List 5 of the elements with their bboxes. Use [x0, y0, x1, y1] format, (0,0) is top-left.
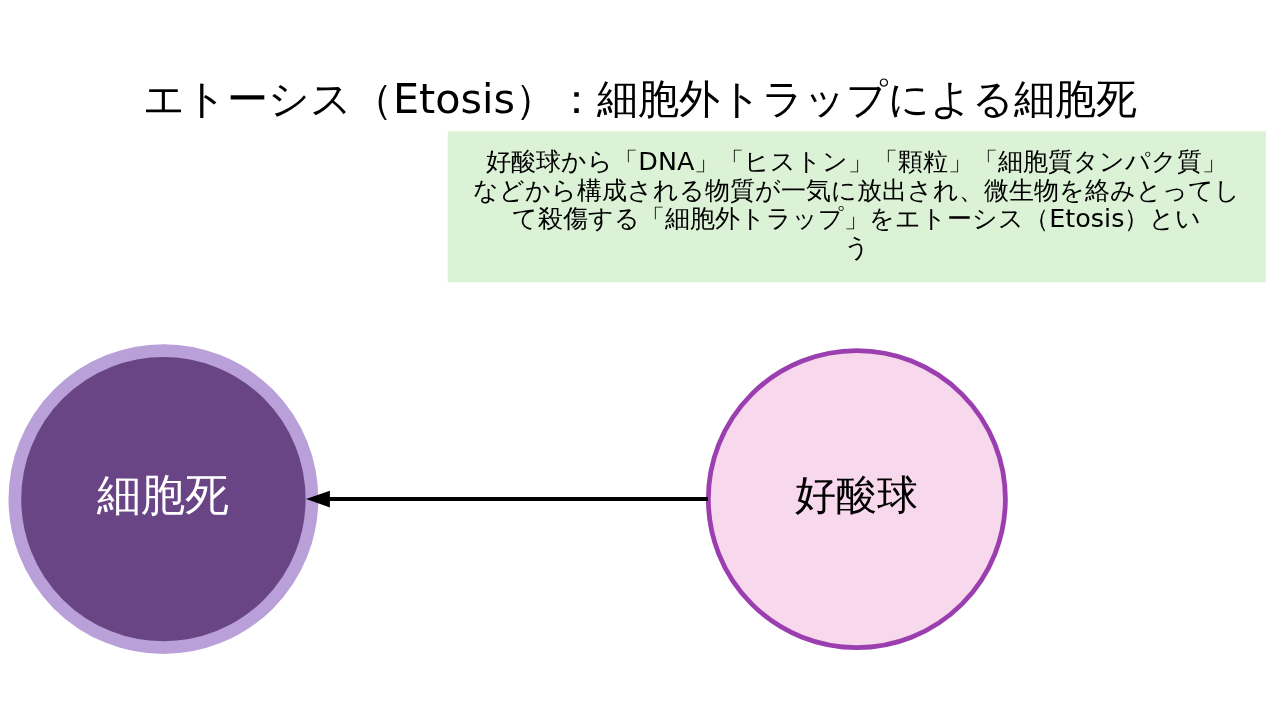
- arrow: [306, 490, 709, 507]
- node-circle: 細胞死: [8, 343, 319, 654]
- diagram-title: エトーシス（Etosis）：細胞外トラップによる細胞死: [142, 74, 1138, 123]
- node-circle: 好酸球: [705, 347, 1008, 650]
- node-box: 好酸球から「DNA」「ヒストン」「顆粒」「細胞質タンパク質」などから構成される物質が一気に放出され、微生物を絡みとってして殺傷する「細胞外トラップ」をエトーシス（Etosis）という: [447, 130, 1266, 282]
